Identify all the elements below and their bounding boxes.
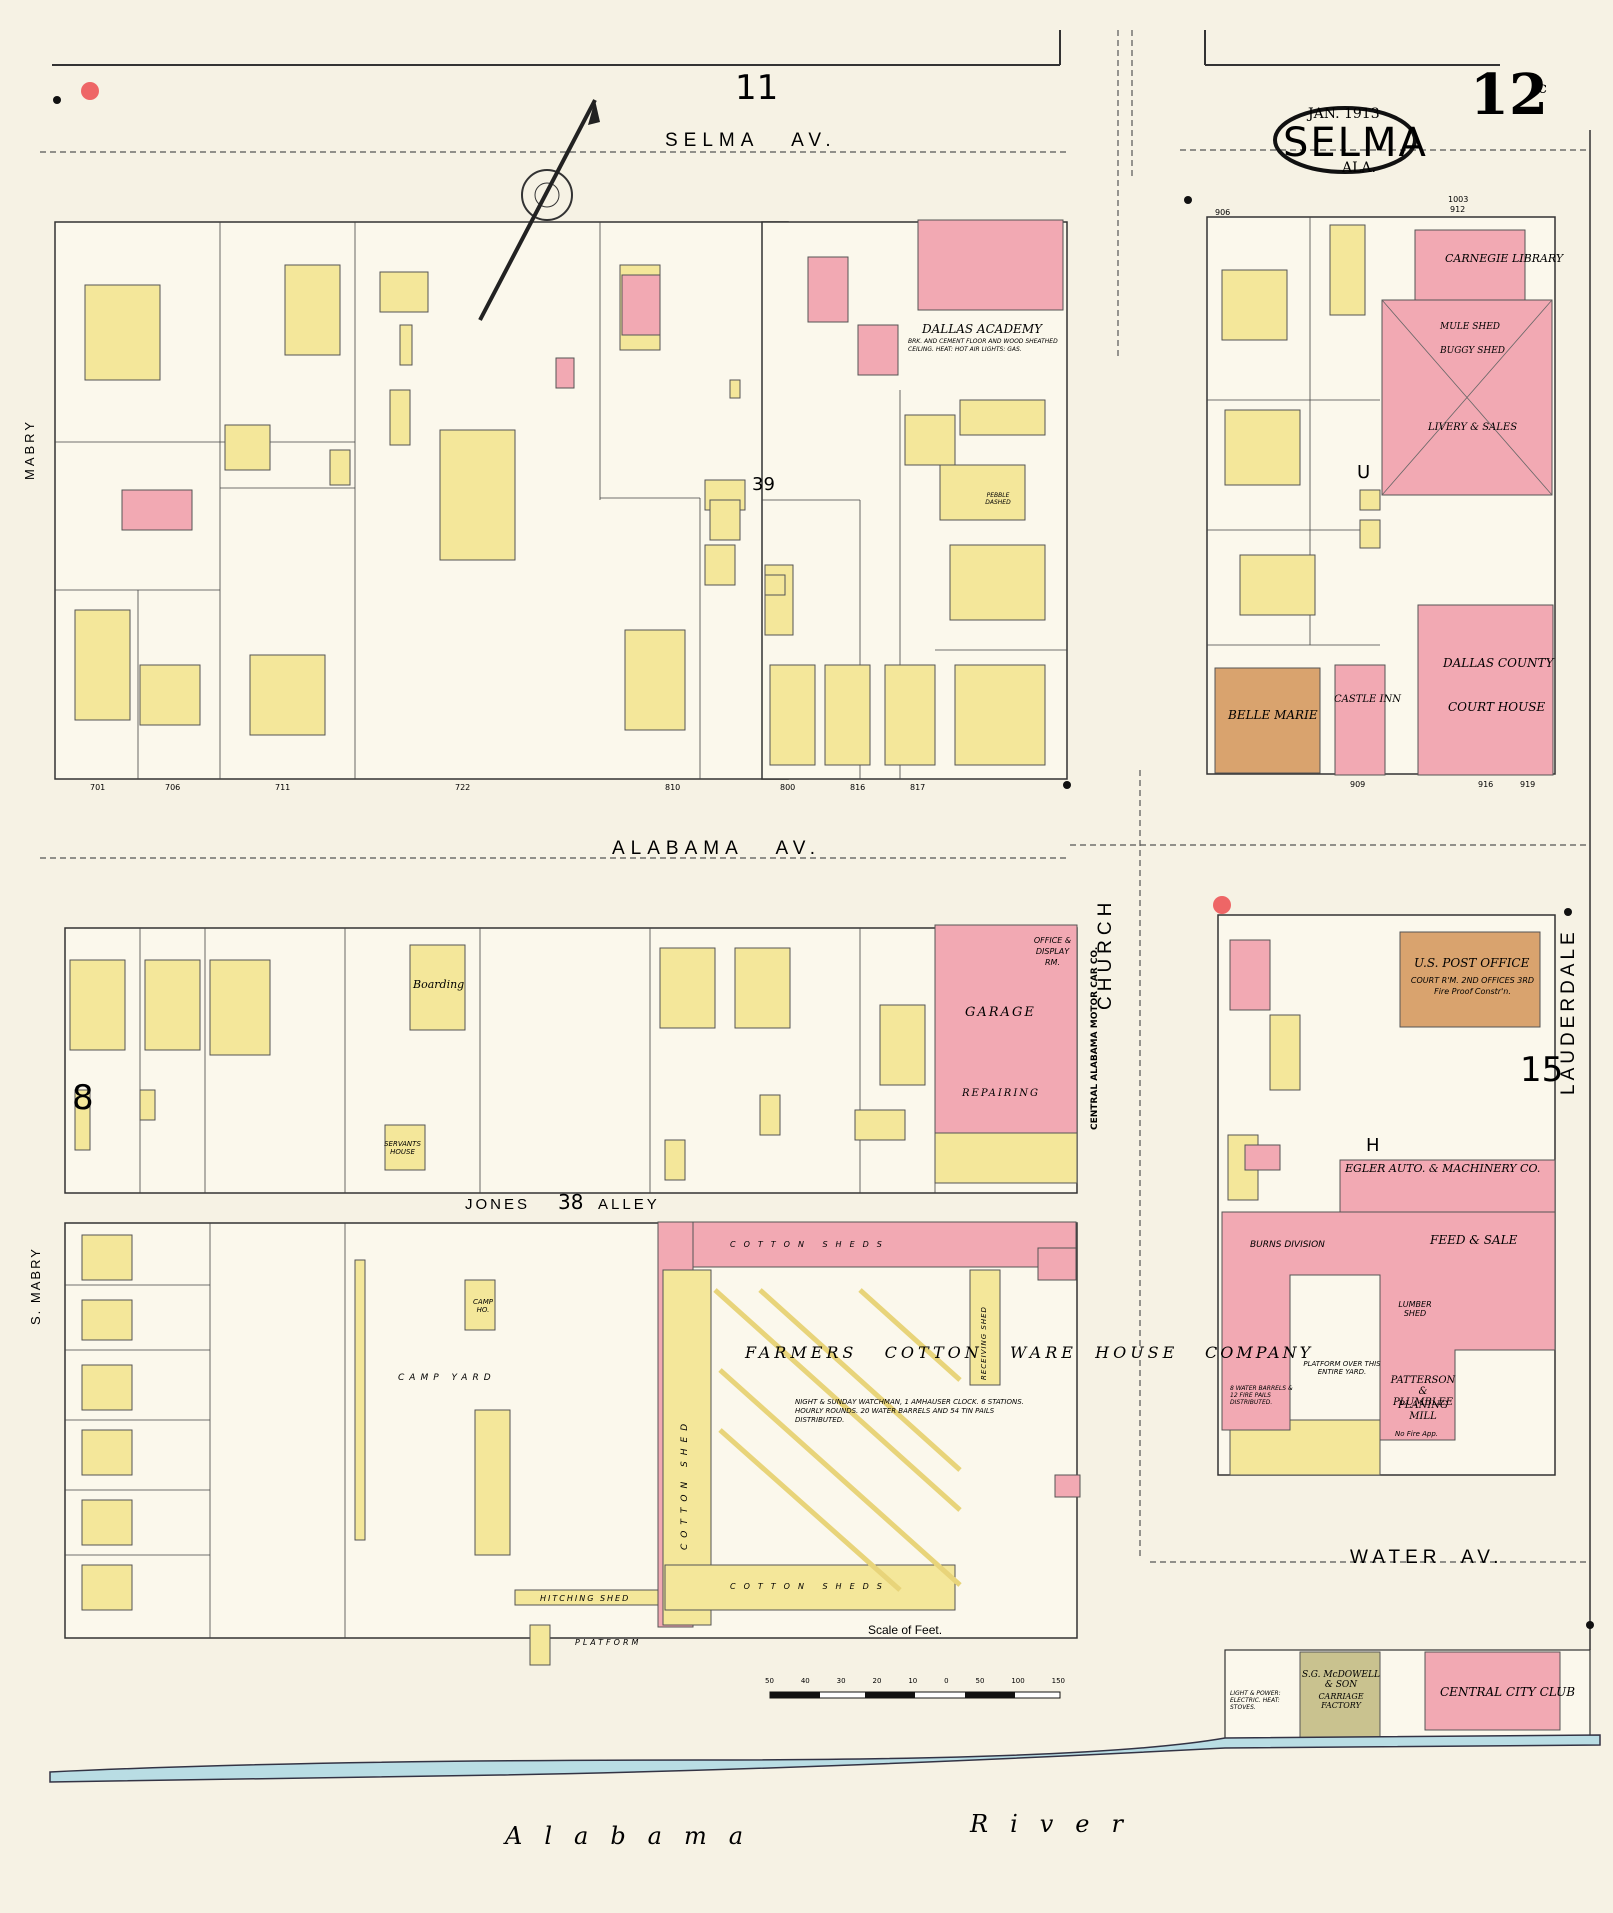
dwellings-block-38 xyxy=(81,1234,691,1666)
dwellings-block-8 xyxy=(69,944,926,1181)
dwellings-block-11 xyxy=(74,264,1046,766)
shed-oil xyxy=(1054,1474,1081,1498)
receiving-shed xyxy=(969,1269,1001,1386)
garage-annex xyxy=(934,1132,1078,1184)
marker-ea xyxy=(81,82,99,100)
hydrant-marks xyxy=(53,96,1594,1629)
title-cartouche xyxy=(1273,106,1417,174)
livery-cross xyxy=(1381,299,1553,496)
post-office-building xyxy=(1399,931,1541,1028)
court-house-building xyxy=(1417,604,1554,776)
dwellings-block-u xyxy=(1221,224,1381,616)
burns-division-building xyxy=(1221,1211,1556,1441)
cotton-sheds-bottom xyxy=(664,1564,956,1611)
castle-inn-building xyxy=(1334,664,1386,776)
cotton-sheds-top xyxy=(657,1221,1077,1268)
scale-bar xyxy=(769,1691,1061,1699)
mcdowell-building xyxy=(1299,1651,1381,1741)
alabama-river xyxy=(49,1734,1601,1783)
brick-block-h xyxy=(1221,939,1556,1441)
lot-lines-38 xyxy=(65,1223,346,1638)
garage-building xyxy=(934,924,1078,1134)
belle-marie-building xyxy=(1214,667,1321,774)
carnegie-library xyxy=(1414,229,1526,301)
small-shed xyxy=(1037,1247,1077,1281)
brick-block-11 xyxy=(121,219,1064,531)
water-pipes xyxy=(40,30,1590,1563)
marker-ta xyxy=(1213,896,1231,914)
compass-icon xyxy=(478,99,600,321)
egler-building xyxy=(1339,1159,1556,1216)
central-city-club-building xyxy=(1424,1651,1561,1731)
dallas-academy-building xyxy=(917,219,1064,311)
platform-hatching xyxy=(713,1288,962,1592)
